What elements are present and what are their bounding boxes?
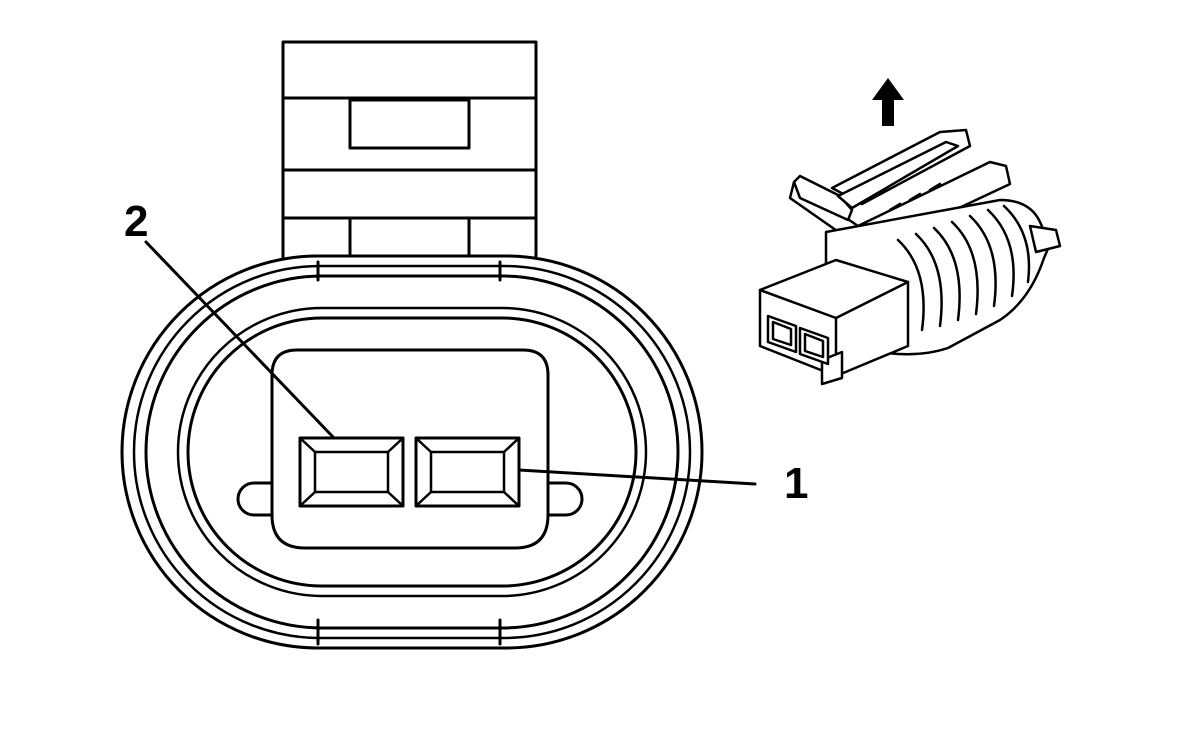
callout-label-2: 2 xyxy=(124,197,148,246)
up-arrow-icon xyxy=(872,78,904,126)
locking-tab xyxy=(281,40,538,274)
leader-line-2 xyxy=(144,240,336,440)
leader-line-1 xyxy=(517,468,757,486)
connector-face-view: 2 1 xyxy=(120,40,808,650)
terminal-cavity-1 xyxy=(414,436,521,508)
keyway-slots xyxy=(236,481,584,517)
connector-isometric-view xyxy=(758,128,1062,386)
callout-label-1: 1 xyxy=(784,459,808,508)
terminal-cavity-2 xyxy=(298,436,405,508)
